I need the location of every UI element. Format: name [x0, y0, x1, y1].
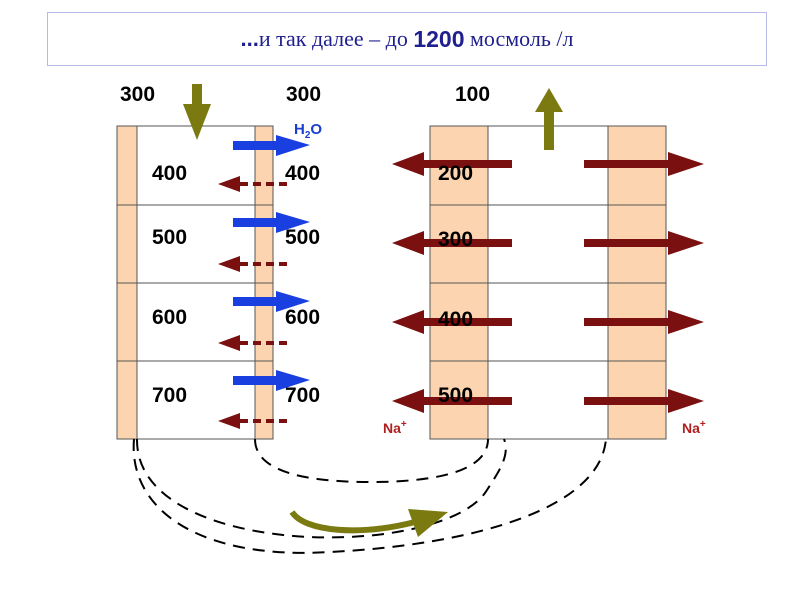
sodium-out-arrow-left [392, 152, 512, 176]
right-tube-value: 500 [438, 384, 473, 407]
solute-return-arrow-dashed [218, 335, 292, 351]
outer-loop-dashed-big [132, 438, 607, 554]
water-arrow [233, 291, 310, 312]
flow-arrowhead [408, 509, 448, 537]
left-tube-inflow-value: 300 [120, 83, 155, 106]
left-outer-value: 400 [285, 162, 320, 185]
inner-loop-dashed [254, 438, 489, 484]
left-tube-outflow-value: 300 [286, 83, 321, 106]
title-text-2: мосмоль /л [464, 26, 574, 51]
flow-arrow-curve [289, 510, 416, 534]
title-number: 1200 [413, 25, 465, 52]
left-outer-value: 700 [285, 384, 320, 407]
inflow-arrow-head [183, 104, 211, 140]
outflow-arrow-shaft [544, 112, 554, 150]
sodium-out-arrow-right [584, 152, 704, 176]
right-tube-value: 400 [438, 308, 473, 331]
left-tube [116, 125, 274, 440]
solute-return-arrow-dashed [218, 256, 292, 272]
right-tube-value: 200 [438, 162, 473, 185]
left-inner-value: 400 [152, 162, 187, 185]
sodium-label-right: Na+ [682, 419, 706, 436]
water-label: H2O [294, 121, 322, 141]
solute-return-arrow-dashed [218, 176, 292, 192]
left-outer-value: 500 [285, 226, 320, 249]
sodium-label-left: Na+ [383, 419, 407, 436]
left-inner-value: 700 [152, 384, 187, 407]
water-arrow [233, 370, 310, 391]
title-text-1: и так далее – до [258, 26, 414, 51]
inflow-arrow-shaft [192, 84, 202, 106]
solute-return-arrow-dashed [218, 413, 292, 429]
right-tube-value: 300 [438, 228, 473, 251]
title-box: ...и так далее – до 1200 мосмоль /л [47, 12, 767, 66]
water-arrow [233, 212, 310, 233]
right-tube [429, 125, 667, 440]
left-inner-value: 500 [152, 226, 187, 249]
right-tube-outflow-value: 100 [455, 83, 490, 106]
left-outer-value: 600 [285, 306, 320, 329]
outflow-arrow-head [535, 88, 563, 112]
sodium-out-arrow-right [584, 389, 704, 413]
title: ...и так далее – до 1200 мосмоль /л [48, 13, 766, 65]
sodium-out-arrow-right [584, 231, 704, 255]
sodium-out-arrow-left [392, 389, 512, 413]
sodium-out-arrow-left [392, 231, 512, 255]
sodium-out-arrow-left [392, 310, 512, 334]
sodium-out-arrow-right [584, 310, 704, 334]
left-inner-value: 600 [152, 306, 187, 329]
outer-loop-dashed [135, 438, 507, 539]
title-dots: ... [240, 26, 259, 51]
water-arrow [233, 135, 310, 156]
